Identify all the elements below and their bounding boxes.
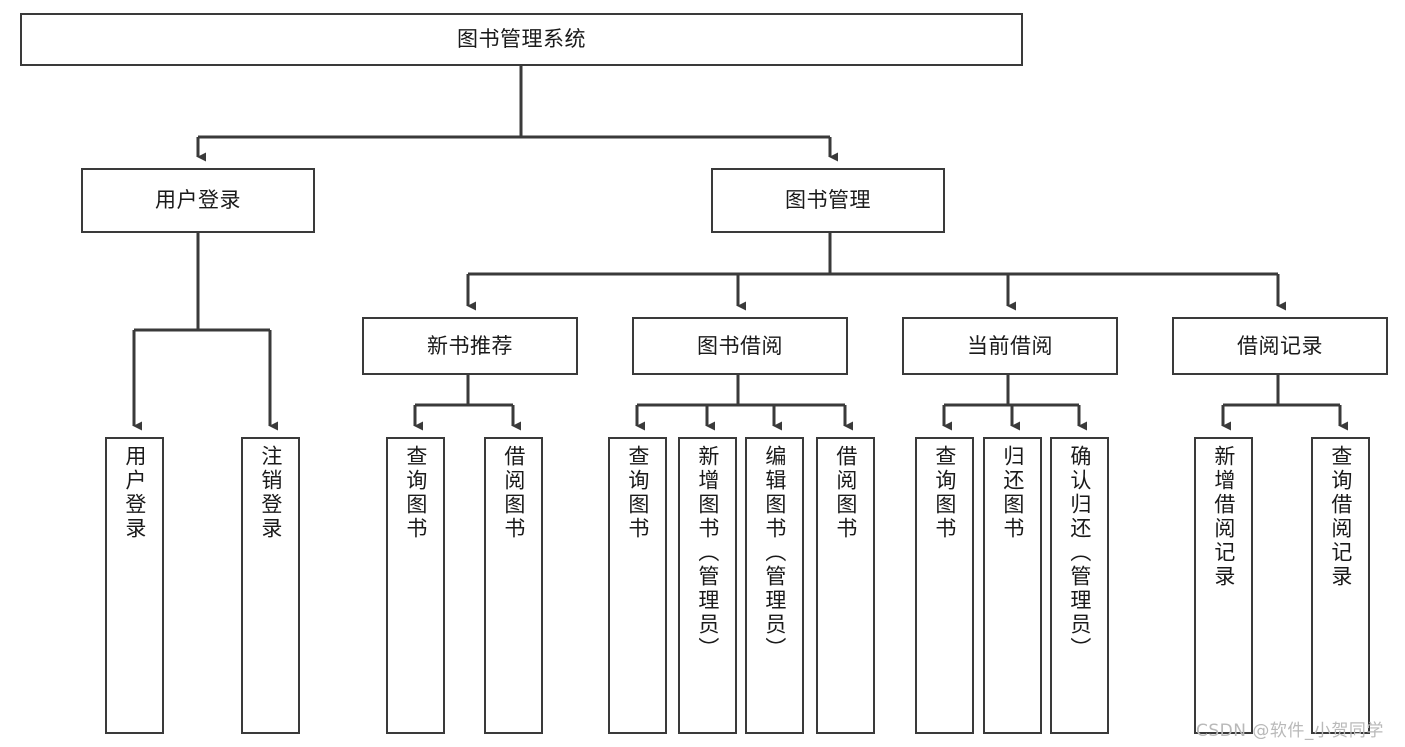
leaf-query-book-borrow[interactable]: 查询图书 bbox=[608, 437, 667, 734]
leaf-add-borrow-record[interactable]: 新增借阅记录 bbox=[1194, 437, 1253, 734]
node-label-user-login: 用户登录 bbox=[155, 188, 241, 213]
leaf-user-login[interactable]: 用户登录 bbox=[105, 437, 164, 734]
edge-bookmgmt-to-level3 bbox=[466, 233, 1286, 311]
leaf-logout[interactable]: 注销登录 bbox=[241, 437, 300, 734]
leaf-query-borrow-record[interactable]: 查询借阅记录 bbox=[1311, 437, 1370, 734]
leaf-confirm-return-admin[interactable]: 确认归还（管理员） bbox=[1050, 437, 1109, 734]
node-user-login[interactable]: 用户登录 bbox=[81, 168, 315, 233]
node-label-current-borrow: 当前借阅 bbox=[967, 333, 1053, 358]
node-label-new-book-recommend: 新书推荐 bbox=[427, 333, 513, 358]
node-borrow-record[interactable]: 借阅记录 bbox=[1172, 317, 1388, 375]
edge-root-to-level2 bbox=[196, 66, 838, 162]
leaf-query-book-current[interactable]: 查询图书 bbox=[915, 437, 974, 734]
node-book-borrow[interactable]: 图书借阅 bbox=[632, 317, 848, 375]
node-root-system[interactable]: 图书管理系统 bbox=[20, 13, 1023, 66]
leaf-label-query-book-borrow: 查询图书 bbox=[625, 445, 650, 541]
leaf-label-query-borrow-record: 查询借阅记录 bbox=[1328, 445, 1353, 589]
leaf-label-edit-book-admin: 编辑图书（管理员） bbox=[762, 445, 787, 661]
leaf-label-query-book-current: 查询图书 bbox=[932, 445, 957, 541]
leaf-label-query-book-recommend: 查询图书 bbox=[403, 445, 428, 541]
edge-current-to-leaves bbox=[942, 375, 1087, 431]
leaf-return-book[interactable]: 归还图书 bbox=[983, 437, 1042, 734]
leaf-edit-book-admin[interactable]: 编辑图书（管理员） bbox=[745, 437, 804, 734]
leaf-query-book-recommend[interactable]: 查询图书 bbox=[386, 437, 445, 734]
node-new-book-recommend[interactable]: 新书推荐 bbox=[362, 317, 578, 375]
leaf-borrow-book-recommend[interactable]: 借阅图书 bbox=[484, 437, 543, 734]
node-label-book-management: 图书管理 bbox=[785, 188, 871, 213]
leaf-label-logout: 注销登录 bbox=[258, 445, 283, 541]
edge-userlogin-to-leaves bbox=[132, 233, 278, 431]
leaf-label-return-book: 归还图书 bbox=[1000, 445, 1025, 541]
node-current-borrow[interactable]: 当前借阅 bbox=[902, 317, 1118, 375]
node-book-management[interactable]: 图书管理 bbox=[711, 168, 945, 233]
leaf-label-add-book-admin: 新增图书（管理员） bbox=[695, 445, 720, 661]
node-label-book-borrow: 图书借阅 bbox=[697, 333, 783, 358]
node-label-root: 图书管理系统 bbox=[457, 27, 586, 52]
leaf-borrow-book[interactable]: 借阅图书 bbox=[816, 437, 875, 734]
node-label-borrow-record: 借阅记录 bbox=[1237, 333, 1323, 358]
edge-newbook-to-leaves bbox=[413, 375, 521, 431]
leaf-add-book-admin[interactable]: 新增图书（管理员） bbox=[678, 437, 737, 734]
leaf-label-confirm-return-admin: 确认归还（管理员） bbox=[1067, 445, 1092, 661]
leaf-label-borrow-book-recommend: 借阅图书 bbox=[501, 445, 526, 541]
csdn-watermark: CSDN @软件_小贺同学 bbox=[1196, 721, 1384, 741]
edge-borrow-to-leaves bbox=[635, 375, 853, 431]
leaf-label-user-login: 用户登录 bbox=[122, 445, 147, 541]
leaf-label-borrow-book: 借阅图书 bbox=[833, 445, 858, 541]
edge-record-to-leaves bbox=[1221, 375, 1348, 431]
leaf-label-add-borrow-record: 新增借阅记录 bbox=[1211, 445, 1236, 589]
